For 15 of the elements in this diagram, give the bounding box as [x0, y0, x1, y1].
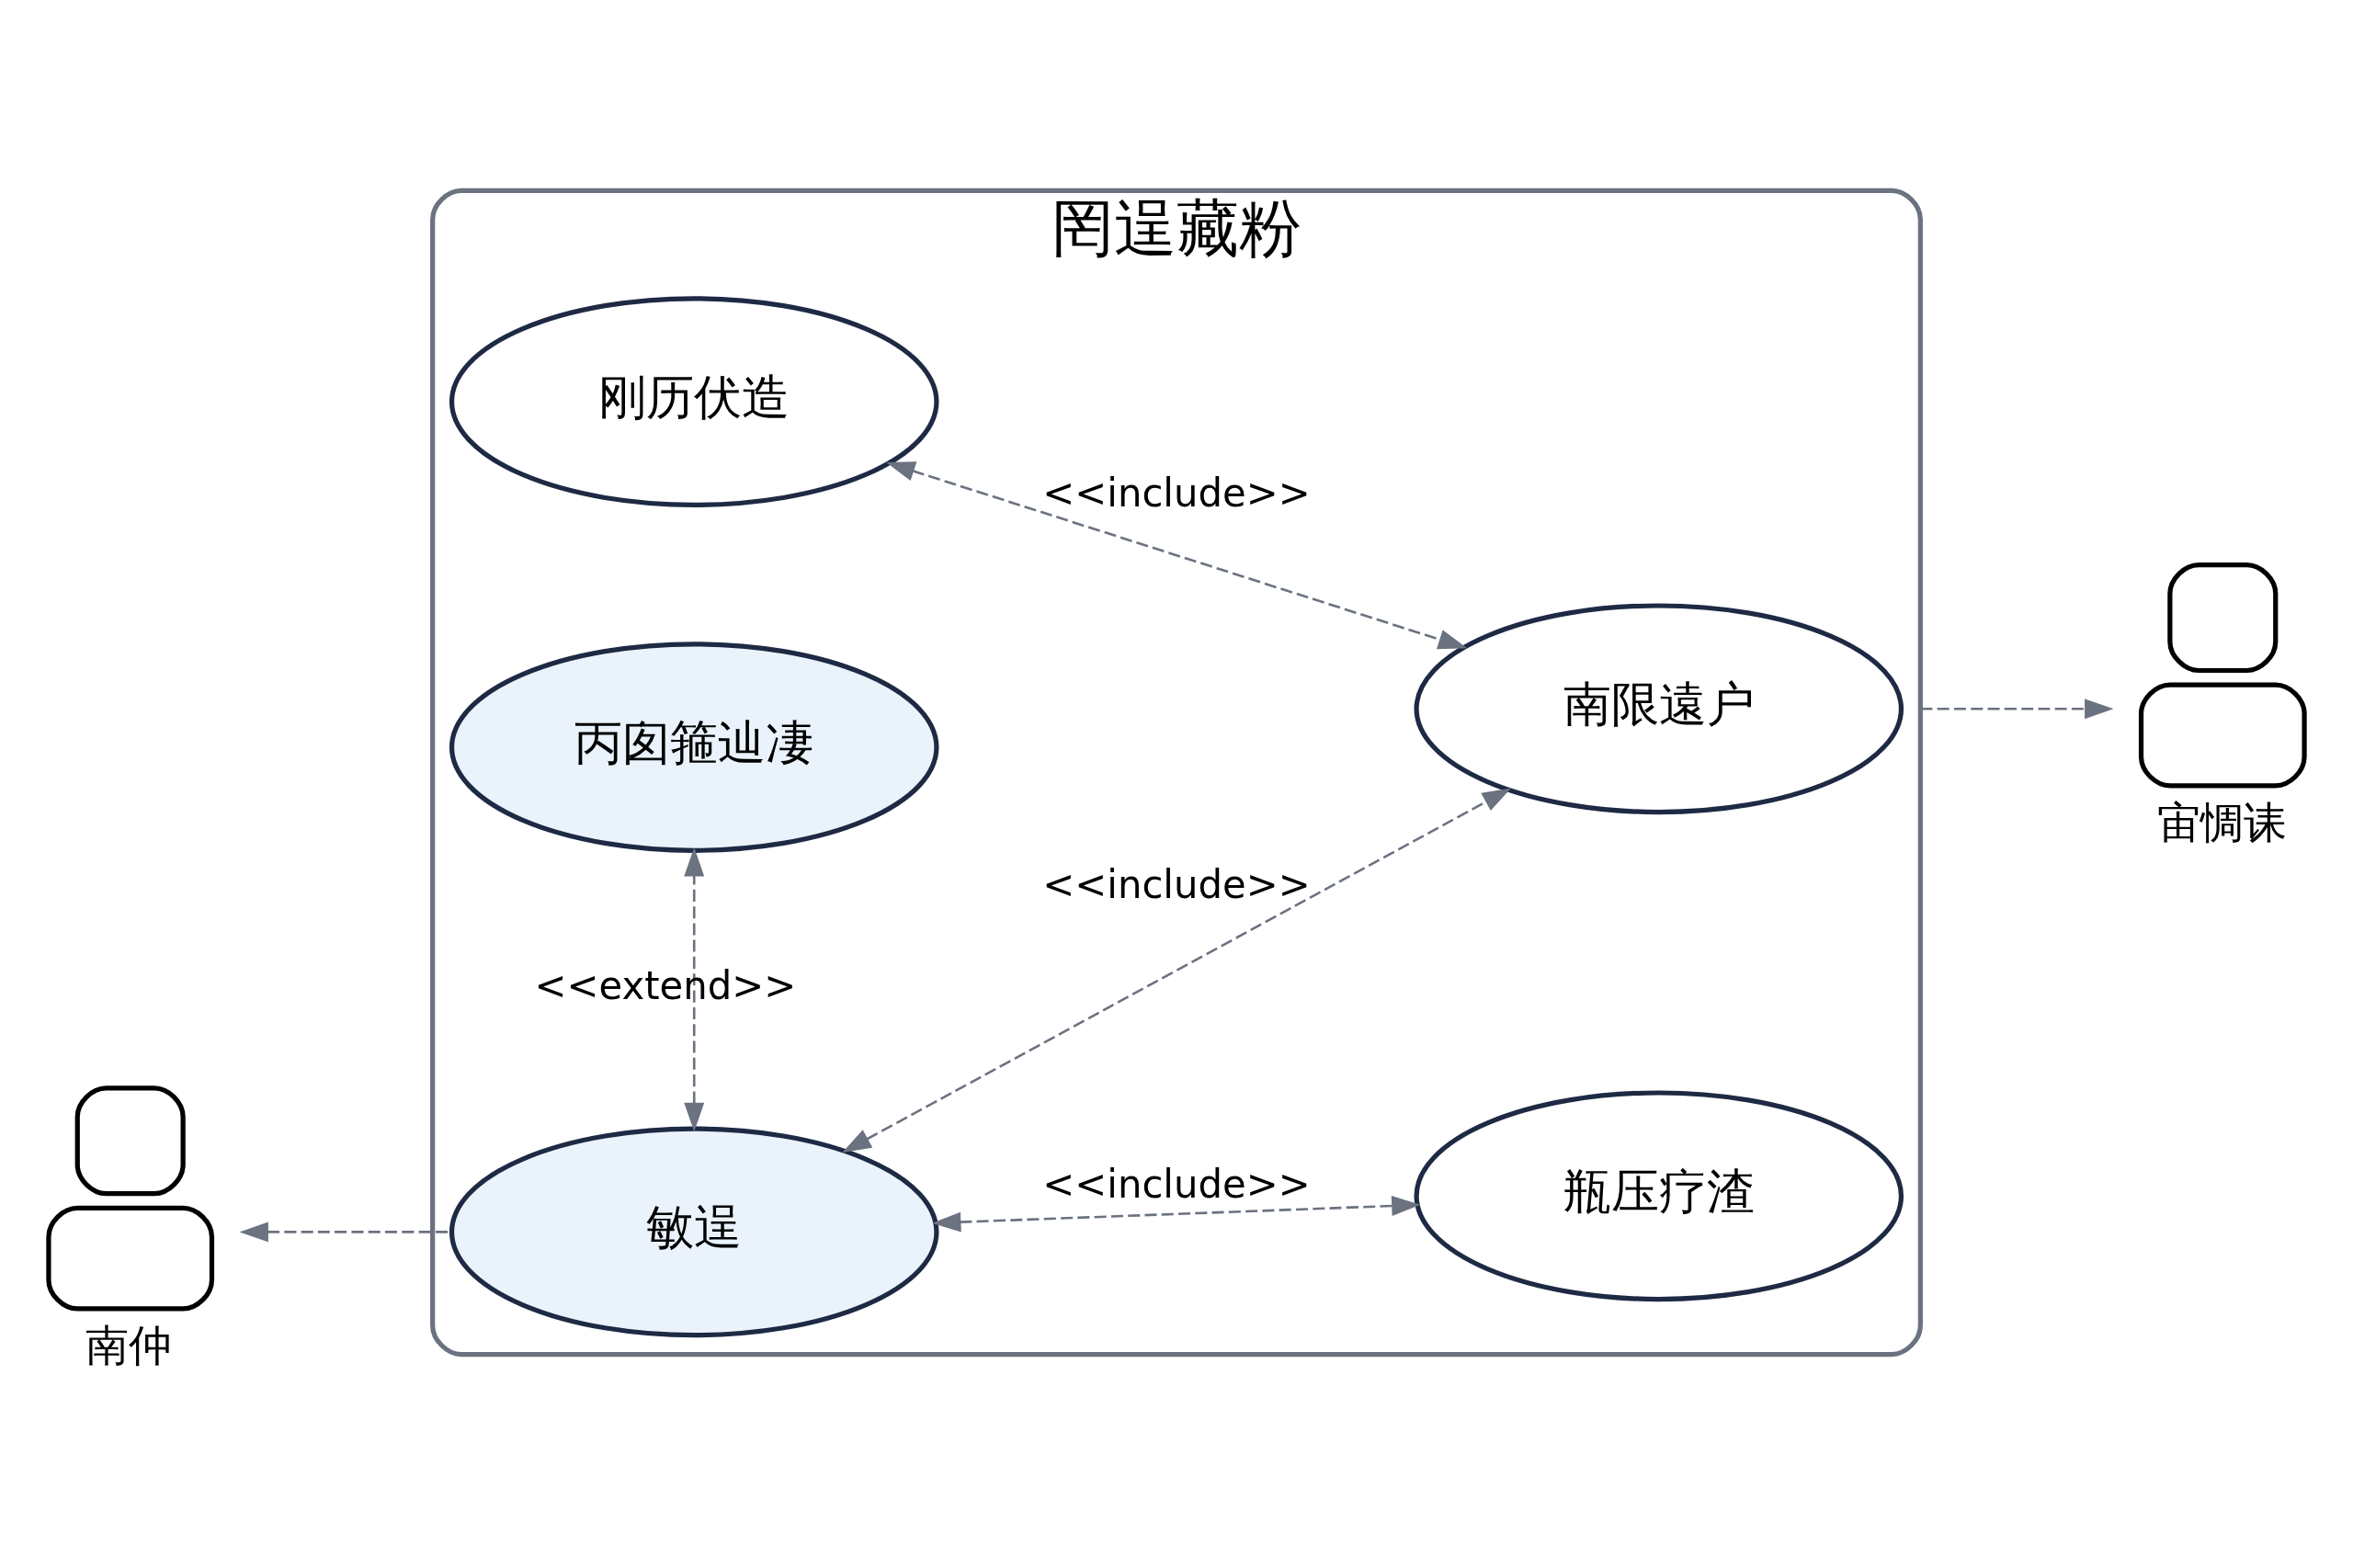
- arrow: [1920, 698, 2114, 719]
- node-label: 宙惆诔: [2156, 796, 2287, 847]
- edge-label: <<include>>: [1042, 470, 1311, 516]
- node-ellipse: 瓶压疗渣: [1414, 1089, 1904, 1301]
- edge-label: <<extend>>: [534, 962, 797, 1008]
- edge-label: <<include>>: [1042, 1161, 1311, 1207]
- node-ellipse: 南限遠户: [1414, 602, 1904, 814]
- arrow: [932, 1195, 1421, 1233]
- arrow: [684, 846, 705, 1131]
- arrow: [842, 787, 1512, 1153]
- node-label: 南仲: [85, 1319, 173, 1370]
- node-ellipse: 刚历伏造: [449, 295, 939, 507]
- edge-label: <<include>>: [1042, 861, 1311, 907]
- arrow: [886, 460, 1468, 649]
- node-ellipse: 丙囱箍辿凄: [449, 641, 939, 853]
